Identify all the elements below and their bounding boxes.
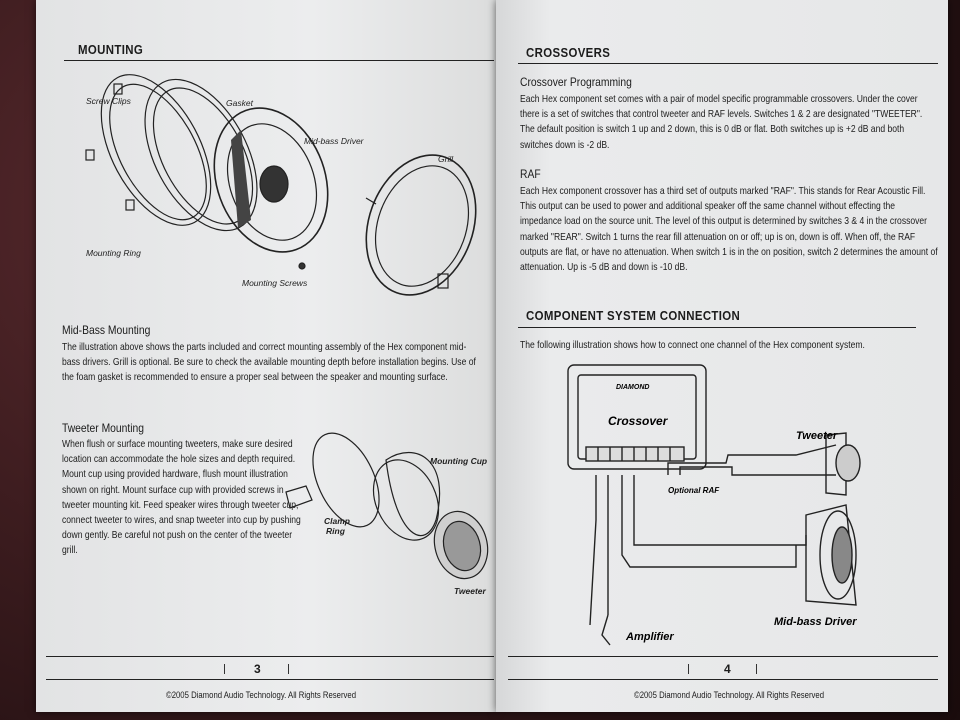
footer-rule-bottom-right [508, 679, 938, 680]
right-page: CROSSOVERS Crossover Programming Each He… [496, 0, 948, 712]
brand-logo-text: DIAMOND [616, 384, 649, 391]
copyright-footer: ©2005 Diamond Audio Technology. All Righ… [166, 690, 357, 700]
mid-bass-text: The illustration above shows the parts i… [62, 342, 476, 384]
amplifier-label: Amplifier [625, 631, 674, 643]
amp-wire [589, 475, 597, 626]
mounting-ring-shape [100, 74, 212, 226]
optional-raf-label: Optional RAF [668, 486, 720, 495]
mounting-cup-label: Mounting Cup [430, 456, 487, 466]
mid-bass-driver-shape [213, 107, 329, 253]
ring-label: Ring [326, 526, 346, 536]
crossover-programming-text: Each Hex component set comes with a pair… [520, 94, 923, 151]
crossovers-rule [518, 63, 938, 64]
page-number-bar-right-right [756, 664, 757, 674]
mid-bass-heading: Mid-Bass Mounting [62, 323, 151, 337]
gasket-shape [144, 78, 258, 232]
tweeter-shape-diagram [825, 432, 847, 496]
tweeter-label: Tweeter [454, 586, 487, 596]
raf-text: Each Hex component crossover has a third… [520, 186, 938, 274]
mounting-title: MOUNTING [78, 42, 144, 57]
tweeter-heading: Tweeter Mounting [62, 421, 145, 435]
tweeter-mounting-illustration: Mounting Cup Clamp Ring Tweeter [285, 432, 489, 596]
page-number: 3 [254, 662, 261, 676]
screw-clips-label: Screw Clips [86, 96, 132, 106]
grill-label: Grill [438, 154, 454, 164]
left-page: MOUNTING [36, 0, 496, 712]
mid-bass-driver-label-diagram: Mid-bass Driver [774, 616, 857, 628]
component-system-title: COMPONENT SYSTEM CONNECTION [526, 308, 741, 323]
page-number-right: 4 [724, 662, 731, 676]
component-connection-diagram: DIAMOND Crossover Tweeter Optional RAF M… [567, 364, 861, 646]
crossover-label: Crossover [608, 414, 669, 428]
mounting-ring-label: Mounting Ring [86, 248, 141, 258]
tweeter-label-diagram: Tweeter [796, 430, 838, 442]
mid-bass-driver-label: Mid-bass Driver [304, 136, 365, 146]
title-rule [64, 60, 494, 61]
grill-shape [365, 154, 477, 296]
mid-bass-shape-diagram [805, 504, 857, 606]
crossovers-title: CROSSOVERS [526, 45, 611, 60]
gasket-label: Gasket [226, 98, 254, 108]
crossover-programming-heading: Crossover Programming [520, 75, 632, 89]
copyright-footer-right: ©2005 Diamond Audio Technology. All Righ… [634, 690, 825, 700]
footer-rule-top-right [508, 656, 938, 657]
mid-bass-exploded-illustration: Screw Clips Gasket Mid-bass Driver Grill… [85, 74, 477, 296]
raf-heading: RAF [520, 167, 541, 181]
page-number-bar-right [288, 664, 289, 674]
footer-rule-top [46, 656, 494, 657]
mounting-cup-shape [385, 451, 441, 537]
page-number-bar-left [224, 664, 225, 674]
screw-clip-shape [113, 83, 123, 95]
clamp-ring-shape [285, 485, 313, 509]
component-text: The following illustration shows how to … [520, 340, 865, 351]
footer-rule-bottom [46, 679, 494, 680]
tweeter-text: When flush or surface mounting tweeters,… [62, 439, 301, 557]
mounting-screws-label: Mounting Screws [242, 278, 308, 288]
clamp-label: Clamp [324, 516, 350, 526]
component-rule [518, 327, 916, 328]
page-number-bar-left-right [688, 664, 689, 674]
crossover-box [567, 364, 707, 470]
